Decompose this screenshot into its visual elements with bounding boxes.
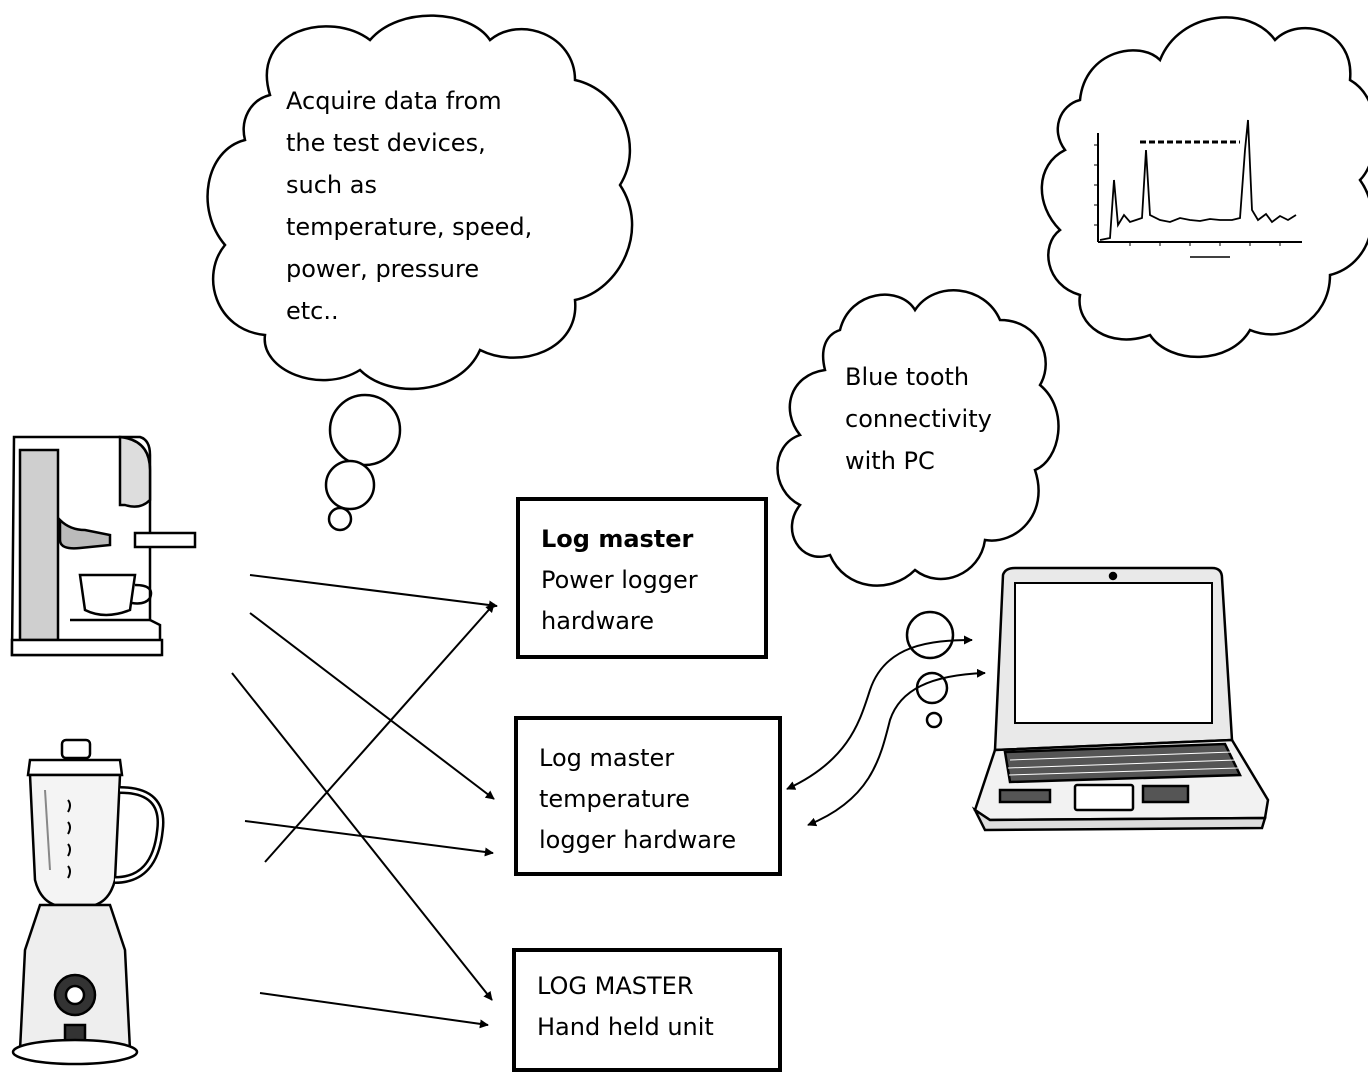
thought-cloud-graph [1040,16,1368,359]
arrow-blender-to-temperature [244,820,494,857]
hand-held-box: LOG MASTER Hand held unit [512,948,782,1072]
laptop-icon [971,566,1270,832]
thought-cloud-acquire [206,14,634,391]
acquire-line-1: Acquire data from [286,87,502,115]
power-logger-line-3: hardware [541,607,655,635]
bluetooth-text: Blue tooth connectivity with PC [845,356,1035,482]
bt-thought-dot-small [925,711,943,729]
bt-thought-dot-large [905,610,955,660]
acquire-data-text: Acquire data from the test devices, such… [286,80,566,332]
thought-dot-large [328,393,402,467]
temperature-logger-line-1: Log master [539,744,675,772]
temperature-logger-line-2: temperature [539,785,690,813]
coffee-machine-icon [10,435,197,657]
arrow-bluetooth-link-2 [807,668,986,827]
temperature-logger-box: Log master temperature logger hardware [514,716,782,876]
power-logger-box: Log master Power logger hardware [516,497,768,659]
power-logger-title: Log master [541,525,694,553]
waveform-graph-icon [1094,119,1302,258]
acquire-line-6: etc.. [286,297,339,325]
hand-held-line-2: Hand held unit [537,1013,714,1041]
power-logger-line-2: Power logger [541,566,698,594]
arrow-coffee-to-power [249,574,498,610]
blender-icon [11,738,165,1066]
temperature-logger-line-3: logger hardware [539,826,737,854]
thought-cloud-bluetooth [776,289,1060,587]
acquire-line-3: such as [286,171,377,199]
thought-dot-medium [324,459,376,511]
bluetooth-line-1: Blue tooth [845,363,970,391]
bluetooth-line-3: with PC [845,447,935,475]
arrow-coffee-to-temperature [249,612,495,800]
arrow-bluetooth-link-1 [786,635,973,790]
arrow-blender-to-power [264,603,495,863]
connection-arrows [231,574,986,1029]
thought-dot-small [327,506,353,532]
acquire-line-5: power, pressure [286,255,480,283]
hand-held-line-1: LOG MASTER [537,972,694,1000]
arrow-blender-to-handheld [259,992,489,1029]
bluetooth-line-2: connectivity [845,405,992,433]
acquire-line-2: the test devices, [286,129,486,157]
acquire-line-4: temperature, speed, [286,213,533,241]
